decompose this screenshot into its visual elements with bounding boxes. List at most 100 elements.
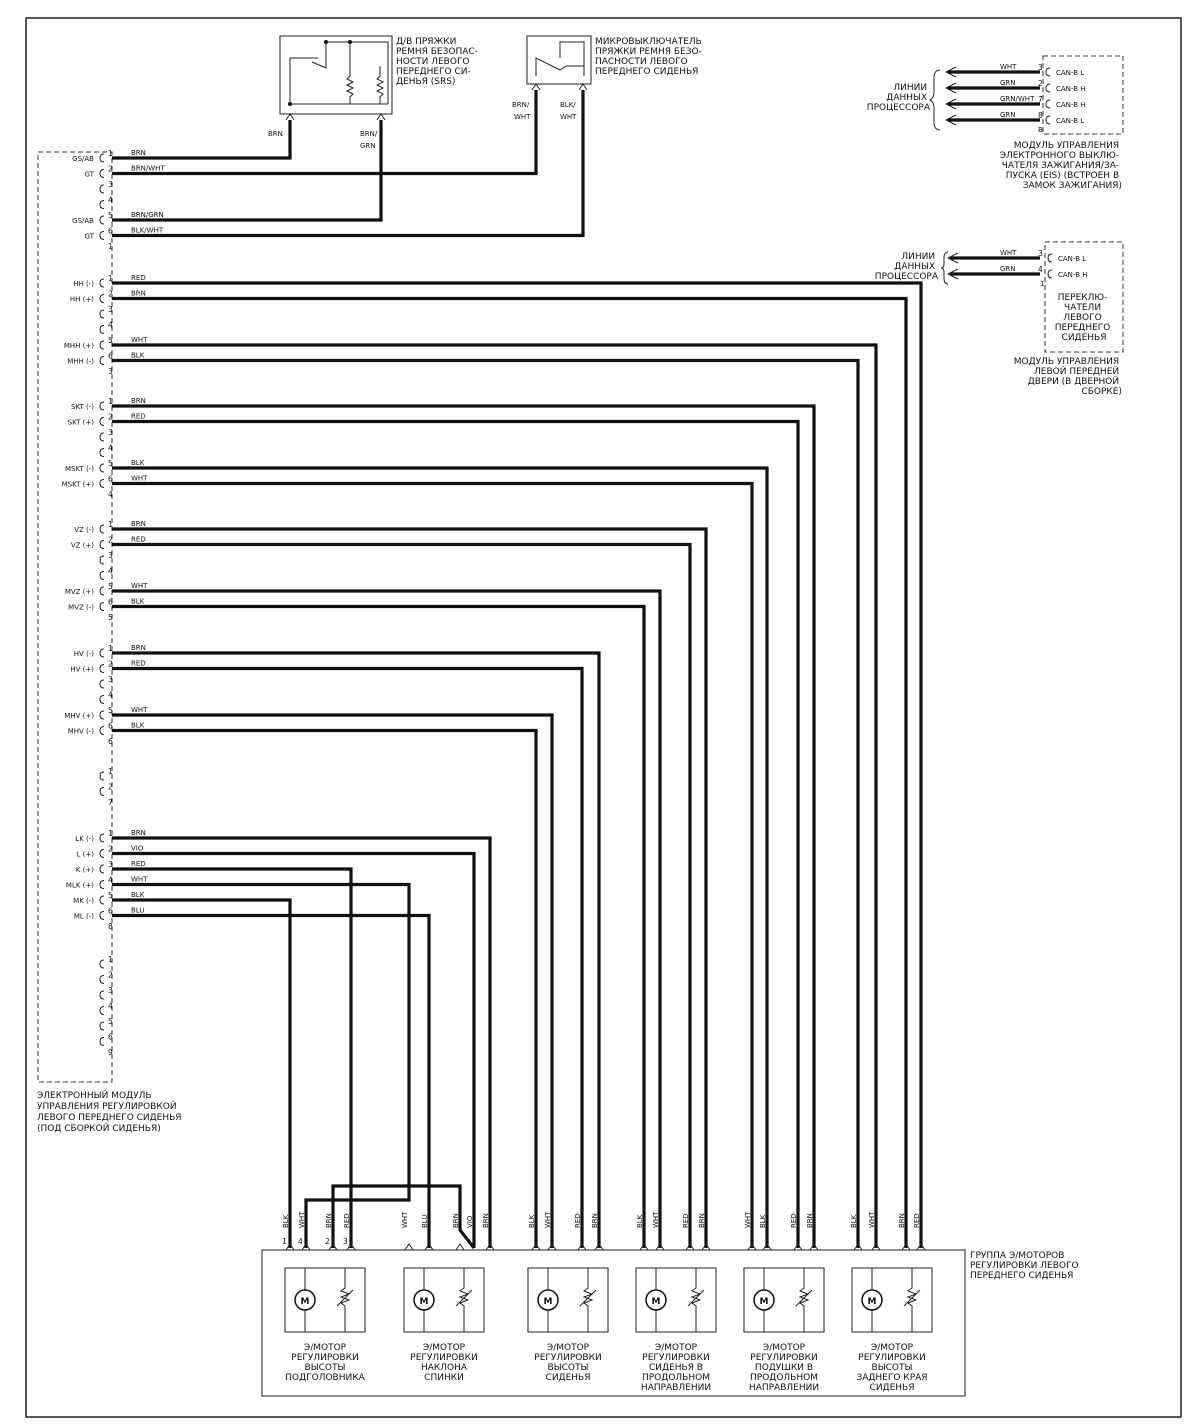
connector-arrow [578,83,588,91]
wire-color-label: BLU [131,907,144,915]
ecu-connector-id: 5 [108,613,113,622]
door-signal-label: CAN-B L [1058,255,1086,263]
ecu-pin-socket [99,880,105,889]
svg-text:B: B [1038,126,1043,134]
ecu-pin-socket [99,849,105,858]
wire-color-label: WHT [298,1211,306,1228]
svg-text:МОДУЛЬ УПРАВЛЕНИЯ ЛЕВОЙ: МОДУЛЬ УПРАВЛЕНИЯ ЛЕВОЙ ПЕРЕДНЕЙ ДВЕРИ (… [1014,357,1122,397]
ecu-pin-socket [99,975,105,984]
motor-icon [645,1289,667,1311]
wire-color-label: BLK [528,1214,536,1228]
wire-color-label: VIO [466,1215,474,1228]
ecu-pin-number: 1 [108,955,113,964]
svg-text:ГРУППА Э/МОТОРОВ РЕГУЛИР: ГРУППА Э/МОТОРОВ РЕГУЛИРОВКИ ЛЕВОГО ПЕРЕ… [970,1251,1081,1281]
svg-text:МОДУЛЬ УПРАВЛЕНИЯ ЭЛЕКТР: МОДУЛЬ УПРАВЛЕНИЯ ЭЛЕКТРОННОГО ВЫКЛЮ- ЧА… [1000,141,1122,191]
ecu-pin-number: 6 [108,1033,113,1042]
wire-color-label: BLU [421,1215,429,1228]
connector-arrow [531,83,541,91]
wire-color-label: BLK [636,1214,644,1228]
ecu-module-box [37,151,113,1083]
buckle-srs-sensor: Д/В ПРЯЖКИ РЕМНЯ БЕЗОПАС- НОСТИ ЛЕВОГО П… [268,35,478,150]
ecu-pin-number: 3 [108,860,113,869]
wire-color-label: BRN [131,644,146,652]
ecu-connector-id: 3 [108,367,113,376]
wire-mk-blk [112,898,292,1248]
ecu-connector-id: 1 [108,242,113,251]
connector-arrow [285,1243,295,1251]
ecu-signal-label: MSKT (-) [65,465,94,473]
ecu-pin-number: 4 [108,321,113,330]
ecu-signal-label: MVZ (-) [68,604,94,612]
wire-gs-ab-brn-grn [112,120,383,222]
wire-color-label: GRN [1000,111,1016,119]
ecu-pin-socket [99,479,105,488]
motor-pin-number: 1 [282,1237,287,1246]
wire-color-label: BRN [131,829,146,837]
motor-wire [112,466,769,1248]
wire-color-label: BRN [806,1213,814,1228]
wire-color-label: VIO [131,845,144,853]
ecu-pin-socket [99,169,105,178]
connector-arrow [346,1243,356,1251]
svg-text:BRN: BRN [268,130,283,138]
motor-wire [112,481,754,1248]
eis-signal-label: CAN-B H [1056,85,1085,93]
ecu-pin-number: 5 [108,1017,113,1026]
motor-wire [112,651,601,1248]
ecu-signal-label: HH (+) [70,296,94,304]
ecu-pin-number: 1 [108,149,113,158]
motor-wire [112,343,878,1248]
connector-arrow [285,113,295,121]
motor-icon [861,1289,883,1311]
ecu-pin-socket [99,959,105,969]
ecu-connector-id: 7 [108,798,113,807]
wire-color-label: BRN [591,1213,599,1228]
connector-arrow [655,1243,665,1251]
motor-icon [294,1289,316,1311]
wire-color-label: GRN/WHT [1000,95,1035,103]
connector-arrow [485,1243,495,1251]
can-arrow [944,114,957,126]
wire-color-label: RED [131,860,146,868]
can-arrow [944,98,957,110]
svg-text:WHT: WHT [560,113,577,121]
wire-color-label: WHT [1000,63,1017,71]
ecu-pin-number: 6 [108,598,113,607]
wire-color-label: RED [131,536,146,544]
ecu-pin-socket [99,710,105,720]
ecu-signal-label: MHV (+) [64,712,94,720]
ecu-pin-socket [99,602,105,611]
ecu-pin-number: 1 [108,644,113,653]
ecu-pin-socket [99,231,105,240]
ecu-pin-socket [99,895,105,905]
ecu-pin-number: 2 [108,290,113,299]
ecu-signal-label: MHH (+) [64,342,94,350]
ecu-signal-label: HV (-) [74,650,95,658]
ecu-pin-socket [99,911,105,920]
connector-arrow [424,1243,434,1251]
ecu-pin-number: 3 [108,305,113,314]
wire-color-label: BRN [131,397,146,405]
ecu-pin-socket [99,401,105,411]
connector-arrow [301,1243,311,1251]
connector-arrow [901,1243,911,1251]
ecu-signal-label: K (+) [76,866,94,874]
wire-color-label: BRN/WHT [131,165,165,173]
ecu-pin-number: 5 [108,706,113,715]
wire-color-label: RED [343,1213,351,1228]
wire-color-label: BLK [131,891,145,899]
can-arrow [946,252,959,264]
wire-color-label: BRN [131,290,146,298]
ecu-pin-number: 4 [108,567,113,576]
ecu-pin-number: 4 [108,1002,113,1011]
ecu-pin-number: 3 [108,551,113,560]
position-sensor-icon [579,1268,597,1332]
motor-wire [112,419,800,1248]
wire-color-label: BRN [131,149,146,157]
svg-text:ЛИНИИ ДАННЫХ ПРОЦЕ: ЛИНИИ ДАННЫХ ПРОЦЕССОРА [875,252,939,282]
wire-color-label: BLK/WHT [131,227,164,235]
wire-color-label: BLK [131,722,145,730]
ecu-signal-label: GS/AB [72,217,94,225]
